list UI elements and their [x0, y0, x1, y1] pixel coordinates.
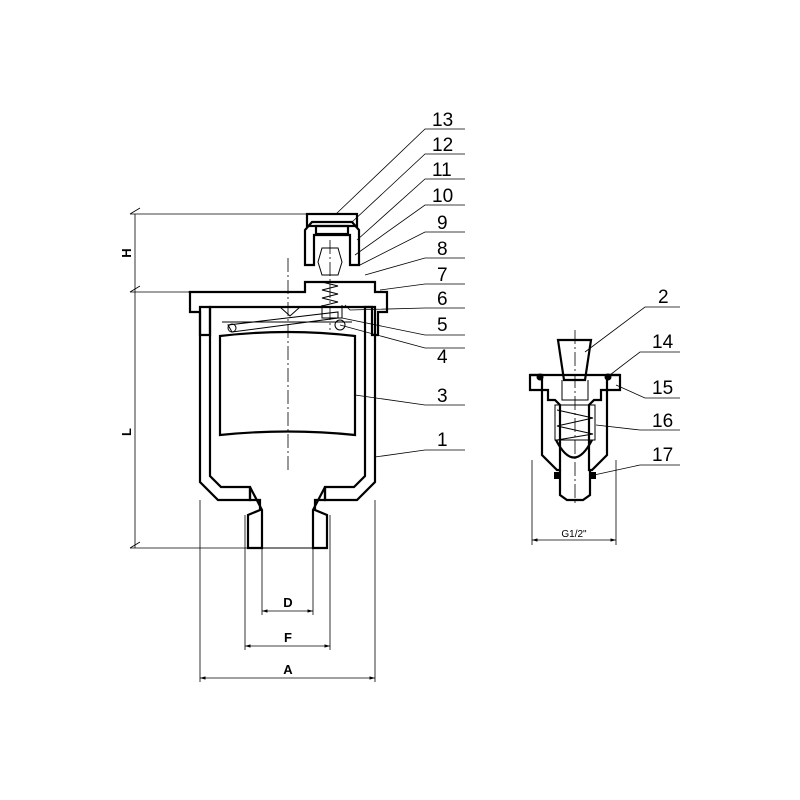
outlet-nipple	[246, 486, 264, 550]
detail-valve-section	[528, 330, 622, 505]
part-label-7: 7	[437, 265, 448, 286]
part-label-16: 16	[652, 411, 673, 432]
part-label-14: 14	[652, 332, 674, 353]
part-label-1: 1	[437, 430, 448, 451]
dimension-a: A	[283, 662, 293, 677]
part-label-4: 4	[437, 347, 448, 368]
part-label-2: 2	[658, 287, 669, 308]
part-label-9: 9	[437, 213, 448, 234]
part-label-17: 17	[652, 445, 673, 466]
dimension-l: L	[119, 428, 134, 436]
part-label-11: 11	[432, 160, 452, 181]
float	[218, 330, 357, 437]
leader-lines	[335, 128, 465, 458]
part-label-13: 13	[432, 110, 453, 131]
detail-dimension-lines	[531, 460, 617, 545]
part-label-8: 8	[437, 239, 448, 260]
part-label-6: 6	[437, 289, 448, 310]
spring	[321, 281, 339, 307]
main-valve-section	[188, 212, 389, 550]
body-cap	[188, 280, 389, 337]
part-label-12: 12	[432, 135, 453, 156]
dimension-f: F	[284, 630, 292, 645]
dimension-h: H	[119, 248, 134, 257]
part-label-15: 15	[652, 378, 673, 399]
valve-stem-housing	[303, 220, 361, 267]
detail-cone	[556, 338, 593, 382]
part-label-5: 5	[437, 315, 448, 336]
dimension-lines	[129, 207, 376, 682]
dimension-thread: G1/2"	[561, 529, 587, 540]
dimension-d: D	[283, 595, 292, 610]
part-label-10: 10	[432, 186, 453, 207]
part-label-3: 3	[437, 386, 448, 407]
detail-leader-lines	[584, 306, 680, 476]
